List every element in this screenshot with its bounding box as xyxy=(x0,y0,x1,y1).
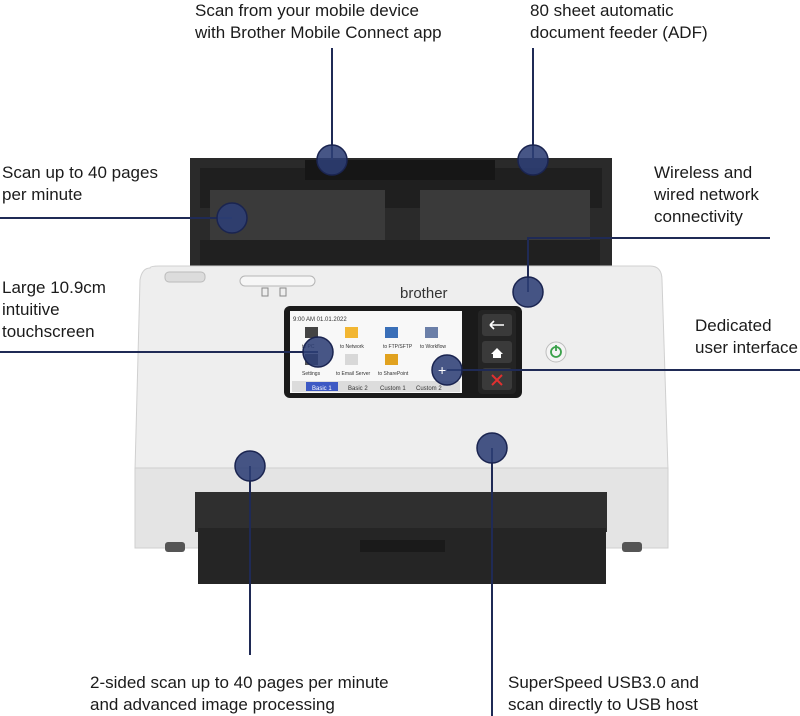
hotspot-speed xyxy=(216,202,248,234)
output-tray xyxy=(165,528,642,584)
hotspot-mobile xyxy=(316,144,348,176)
callout-ui-line-1: Dedicated xyxy=(695,316,772,335)
home-icon xyxy=(491,348,503,358)
callout-duplex-line-2: and advanced image processing xyxy=(90,695,335,714)
leader-network xyxy=(527,237,770,292)
screen-tile-2: to Network xyxy=(340,344,364,350)
callout-mobile: Scan from your mobile device with Brothe… xyxy=(195,0,442,44)
callout-adf-line-2: document feeder (ADF) xyxy=(530,23,708,42)
callout-mobile-line-1: Scan from your mobile device xyxy=(195,1,419,20)
screen-tile-5: Settings xyxy=(302,371,321,377)
hotspot-adf xyxy=(517,144,549,176)
hotspot-touchscreen xyxy=(302,336,334,368)
callout-adf: 80 sheet automatic document feeder (ADF) xyxy=(530,0,708,44)
callout-speed-line-2: per minute xyxy=(2,185,83,204)
screen-tab-3: Custom 1 xyxy=(380,386,406,392)
touchscreen: 9:00 AM 01.01.2022 Basic 1 Basic 2 Custo… xyxy=(284,306,522,398)
callout-ui-line-2: user interface xyxy=(695,338,798,357)
callout-touchscreen-line-1: Large 10.9cm xyxy=(2,278,106,297)
hotspot-duplex xyxy=(234,450,266,482)
callout-speed: Scan up to 40 pages per minute xyxy=(2,162,158,206)
power-button xyxy=(545,341,567,363)
hotspot-ui xyxy=(431,354,463,386)
callout-network: Wireless and wired network connectivity xyxy=(654,162,759,228)
callout-mobile-line-2: with Brother Mobile Connect app xyxy=(195,23,442,42)
callout-duplex: 2-sided scan up to 40 pages per minute a… xyxy=(90,672,389,716)
callout-touchscreen-line-3: touchscreen xyxy=(2,322,95,341)
callout-network-line-3: connectivity xyxy=(654,207,743,226)
screen-tile-4: to Workflow xyxy=(420,344,446,350)
screen-tab-2: Basic 2 xyxy=(348,386,368,392)
hotspot-network xyxy=(512,276,544,308)
callout-ui: Dedicated user interface xyxy=(695,315,798,359)
callout-usb: SuperSpeed USB3.0 and scan directly to U… xyxy=(508,672,699,716)
callout-usb-line-1: SuperSpeed USB3.0 and xyxy=(508,673,699,692)
callout-network-line-2: wired network xyxy=(654,185,759,204)
screen-tile-7: to SharePoint xyxy=(378,371,409,377)
callout-touchscreen-line-2: intuitive xyxy=(2,300,60,319)
callout-speed-line-1: Scan up to 40 pages xyxy=(2,163,158,182)
callout-usb-line-2: scan directly to USB host xyxy=(508,695,698,714)
screen-tile-3: to FTP/SFTP xyxy=(383,344,413,350)
screen-tab-4: Custom 2 xyxy=(416,386,442,392)
screen-tile-6: to Email Server xyxy=(336,371,371,377)
brand-logo: brother xyxy=(400,285,448,302)
stop-icon xyxy=(491,374,503,386)
hotspot-ui-plus: + xyxy=(438,362,446,378)
hotspot-usb xyxy=(476,432,508,464)
callout-touchscreen: Large 10.9cm intuitive touchscreen xyxy=(2,277,106,343)
back-icon xyxy=(489,320,504,330)
screen-time: 9:00 AM 01.01.2022 xyxy=(293,317,347,323)
callout-network-line-1: Wireless and xyxy=(654,163,753,182)
screen-tab-1: Basic 1 xyxy=(312,386,332,392)
callout-duplex-line-1: 2-sided scan up to 40 pages per minute xyxy=(90,673,389,692)
callout-adf-line-1: 80 sheet automatic xyxy=(530,1,674,20)
